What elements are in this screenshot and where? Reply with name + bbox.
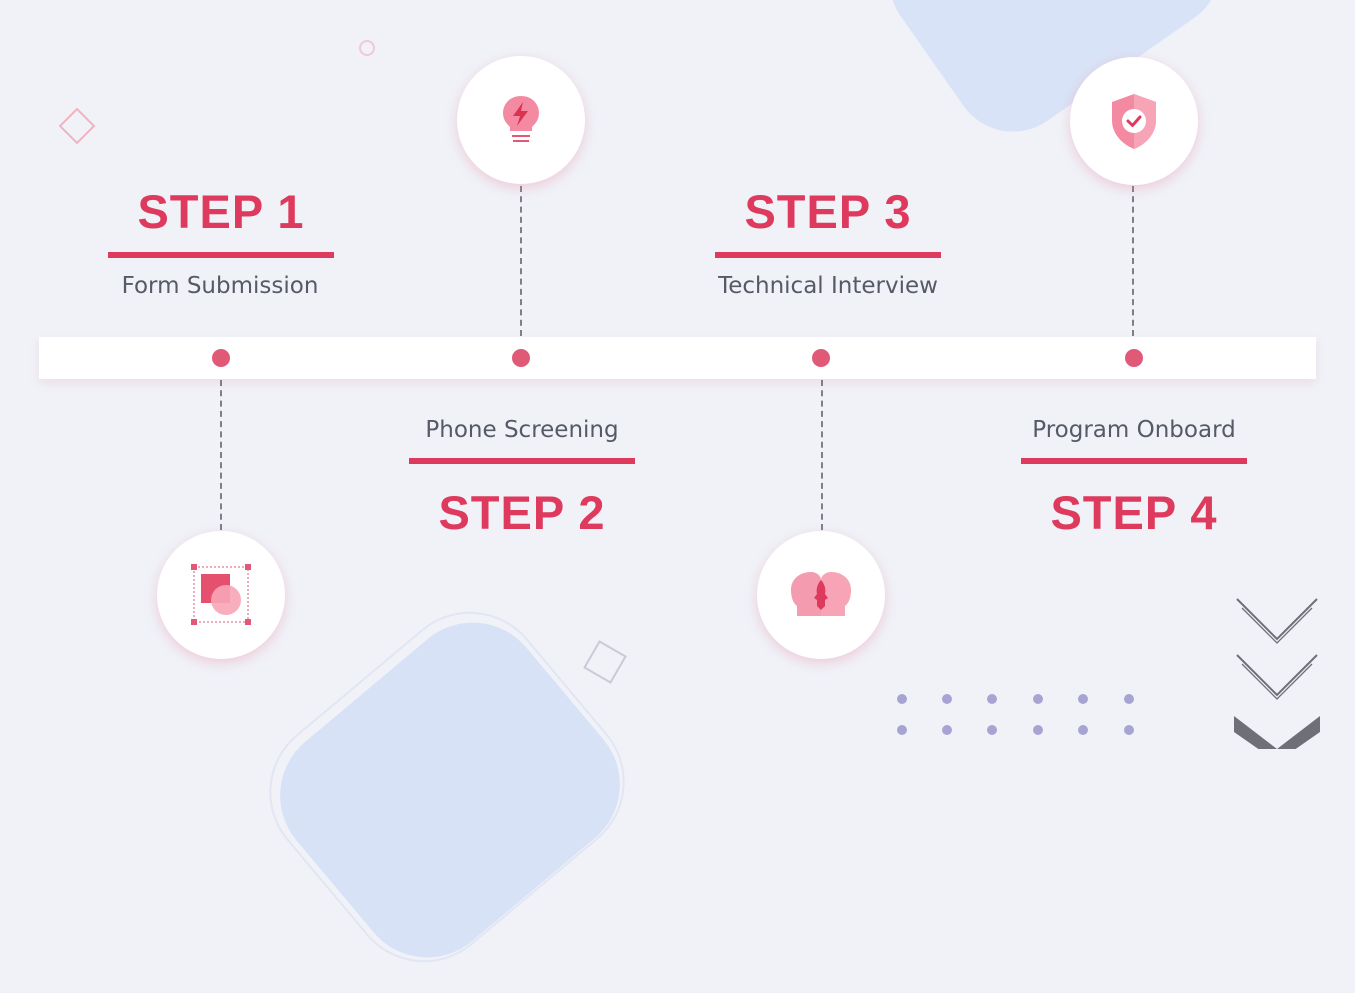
step-1-title: STEP 1 — [137, 185, 305, 238]
object-shapes-icon — [191, 564, 251, 625]
chevron-down-icon — [1234, 598, 1320, 749]
timeline-dot-step-1 — [212, 349, 230, 367]
step-4-underline — [1021, 458, 1247, 464]
connector-step-4 — [1132, 186, 1134, 336]
decor-ring — [359, 40, 375, 56]
step-2-title: STEP 2 — [438, 486, 606, 539]
step-1-underline — [108, 252, 334, 258]
connector-step-1 — [220, 380, 222, 530]
step-3-underline — [715, 252, 941, 258]
timeline-dot-step-4 — [1125, 349, 1143, 367]
step-3-icon-circle — [757, 531, 885, 659]
step-3-title: STEP 3 — [744, 185, 912, 238]
step-1-icon-circle — [157, 531, 285, 659]
step-3-label: Technical Interview — [718, 273, 938, 299]
connector-step-2 — [520, 186, 522, 336]
step-4-title: STEP 4 — [1050, 486, 1218, 539]
timeline-dot-step-2 — [512, 349, 530, 367]
step-2-underline — [409, 458, 635, 464]
shield-check-icon — [1112, 94, 1156, 149]
decor-diamond-bottom — [583, 640, 627, 684]
lightbulb-icon — [503, 96, 539, 142]
decor-dot-grid — [897, 694, 1137, 736]
timeline-track — [39, 337, 1316, 379]
step-2-icon-circle — [457, 56, 585, 184]
timeline-dot-step-3 — [812, 349, 830, 367]
decor-diamond-left — [58, 107, 96, 145]
step-1-label: Form Submission — [121, 273, 319, 299]
background-blob-bottom — [251, 593, 649, 987]
step-2-label: Phone Screening — [425, 417, 619, 443]
connector-step-3 — [821, 380, 823, 530]
two-heads-icon — [791, 572, 851, 616]
step-4-label: Program Onboard — [1032, 417, 1236, 443]
step-4-icon-circle — [1070, 57, 1198, 185]
